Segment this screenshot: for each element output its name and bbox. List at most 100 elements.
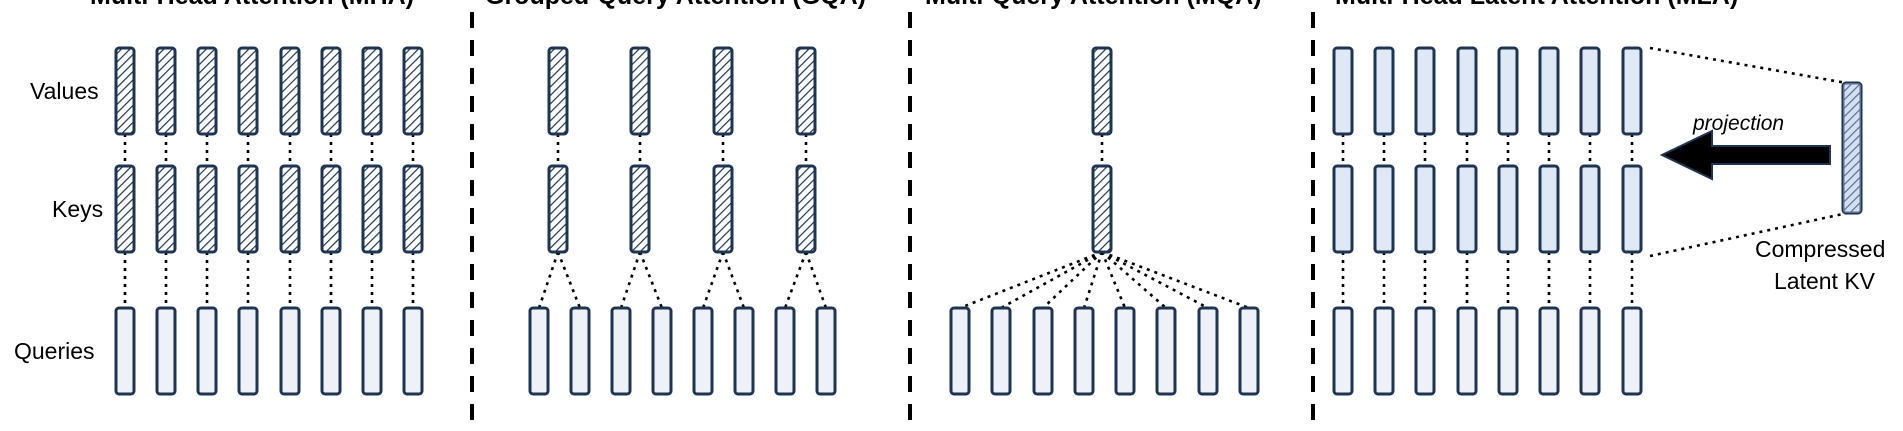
gqa-kq-connector [619,251,642,309]
mla-value-block [1414,46,1436,136]
gqa-query-block [528,306,550,396]
mha-key-block [114,164,136,254]
mqa-key-block [1091,164,1113,254]
mla-query-block [1332,306,1354,396]
mqa-query-block [949,306,971,396]
gqa-key-block [547,164,569,254]
latent-label-line2: Latent KV [1774,268,1876,294]
row-label-values: Values [30,78,99,104]
mla-key-block [1373,164,1395,254]
mla-key-block [1332,164,1354,254]
latent-label-line1: Compressed [1755,236,1885,262]
mha-query-block [196,306,218,396]
gqa-key-block [795,164,817,254]
mla-query-block [1414,306,1436,396]
mqa-query-block [990,306,1012,396]
mqa-query-block [1073,306,1095,396]
gqa-query-block [569,306,591,396]
mla-query-block [1579,306,1601,396]
row-label-queries: Queries [14,338,95,364]
gqa-query-block [651,306,673,396]
mha-key-block [279,164,301,254]
mha-value-block [155,46,177,136]
mha-query-block [279,306,301,396]
gqa-query-block [733,306,755,396]
mha-value-block [114,46,136,136]
mla-value-block [1621,46,1643,136]
mha-value-block [361,46,383,136]
gqa-kq-connector [638,251,664,309]
mha-key-block [237,164,259,254]
mha-query-block [320,306,342,396]
mqa-query-block [1114,306,1136,396]
gqa-value-block [547,46,569,136]
mla-value-block [1332,46,1354,136]
mqa-query-block [1238,306,1260,396]
gqa-kq-connector [537,251,560,309]
gqa-kq-connector [804,251,828,309]
mla-query-block [1456,306,1478,396]
mqa-kq-connector [1000,250,1103,310]
mha-value-block [402,46,424,136]
mqa-kq-connector [1101,250,1209,310]
title-mqa: Multi-Query Attention (MQA) [925,0,1262,10]
mqa-query-block [1032,306,1054,396]
mla-query-block [1497,306,1519,396]
mha-value-block [196,46,218,136]
mha-value-block [237,46,259,136]
mha-key-block [196,164,218,254]
gqa-kq-connector [701,251,725,309]
mla-value-block [1456,46,1478,136]
gqa-query-block [774,306,796,396]
mqa-query-block [1155,306,1177,396]
gqa-key-block [712,164,734,254]
gqa-value-block [629,46,651,136]
connector-layer [123,134,1634,310]
title-mla: Multi-Head Latent Attention (MLA) [1335,0,1738,10]
mha-query-block [402,306,424,396]
mha-key-block [320,164,342,254]
mqa-kq-connector [1101,250,1250,310]
mla-value-block [1497,46,1519,136]
gqa-kq-connector [721,251,746,309]
row-label-keys: Keys [52,196,103,222]
mqa-kq-connector [959,250,1103,310]
compressed-latent-kv-block [1841,81,1863,215]
latent-link-top [1649,46,1853,86]
gqa-key-block [629,164,651,254]
title-mha: Multi-Head Attention (MHA) [90,0,414,10]
projection-label: projection [1692,112,1784,135]
mla-query-block [1621,306,1643,396]
projection-arrow-icon [1659,129,1831,181]
mha-key-block [361,164,383,254]
mha-query-block [114,306,136,396]
mha-query-block [237,306,259,396]
mla-latent-group: projection Compressed Latent KV [1649,46,1885,294]
mqa-kq-connector [1042,251,1103,309]
mla-key-block [1414,164,1436,254]
mla-query-block [1373,306,1395,396]
gqa-query-block [692,306,714,396]
mla-key-block [1538,164,1560,254]
mla-value-block [1579,46,1601,136]
gqa-value-block [712,46,734,136]
block-layer [114,46,1643,396]
gqa-kq-connector [783,251,808,309]
title-gqa: Grouped-Query Attention (GQA) [485,0,866,10]
gqa-kq-connector [556,251,582,309]
mqa-value-block [1091,46,1113,136]
mla-value-block [1538,46,1560,136]
mqa-kq-connector [1100,251,1127,309]
latent-tint-overlay [1843,83,1861,213]
mqa-kq-connector [1101,251,1167,309]
mla-query-block [1538,306,1560,396]
gqa-query-block [610,306,632,396]
mha-query-block [155,306,177,396]
latent-link-bottom [1649,210,1853,258]
mqa-kq-connector [1082,251,1104,309]
mha-key-block [155,164,177,254]
mha-query-block [361,306,383,396]
mha-key-block [402,164,424,254]
gqa-value-block [795,46,817,136]
